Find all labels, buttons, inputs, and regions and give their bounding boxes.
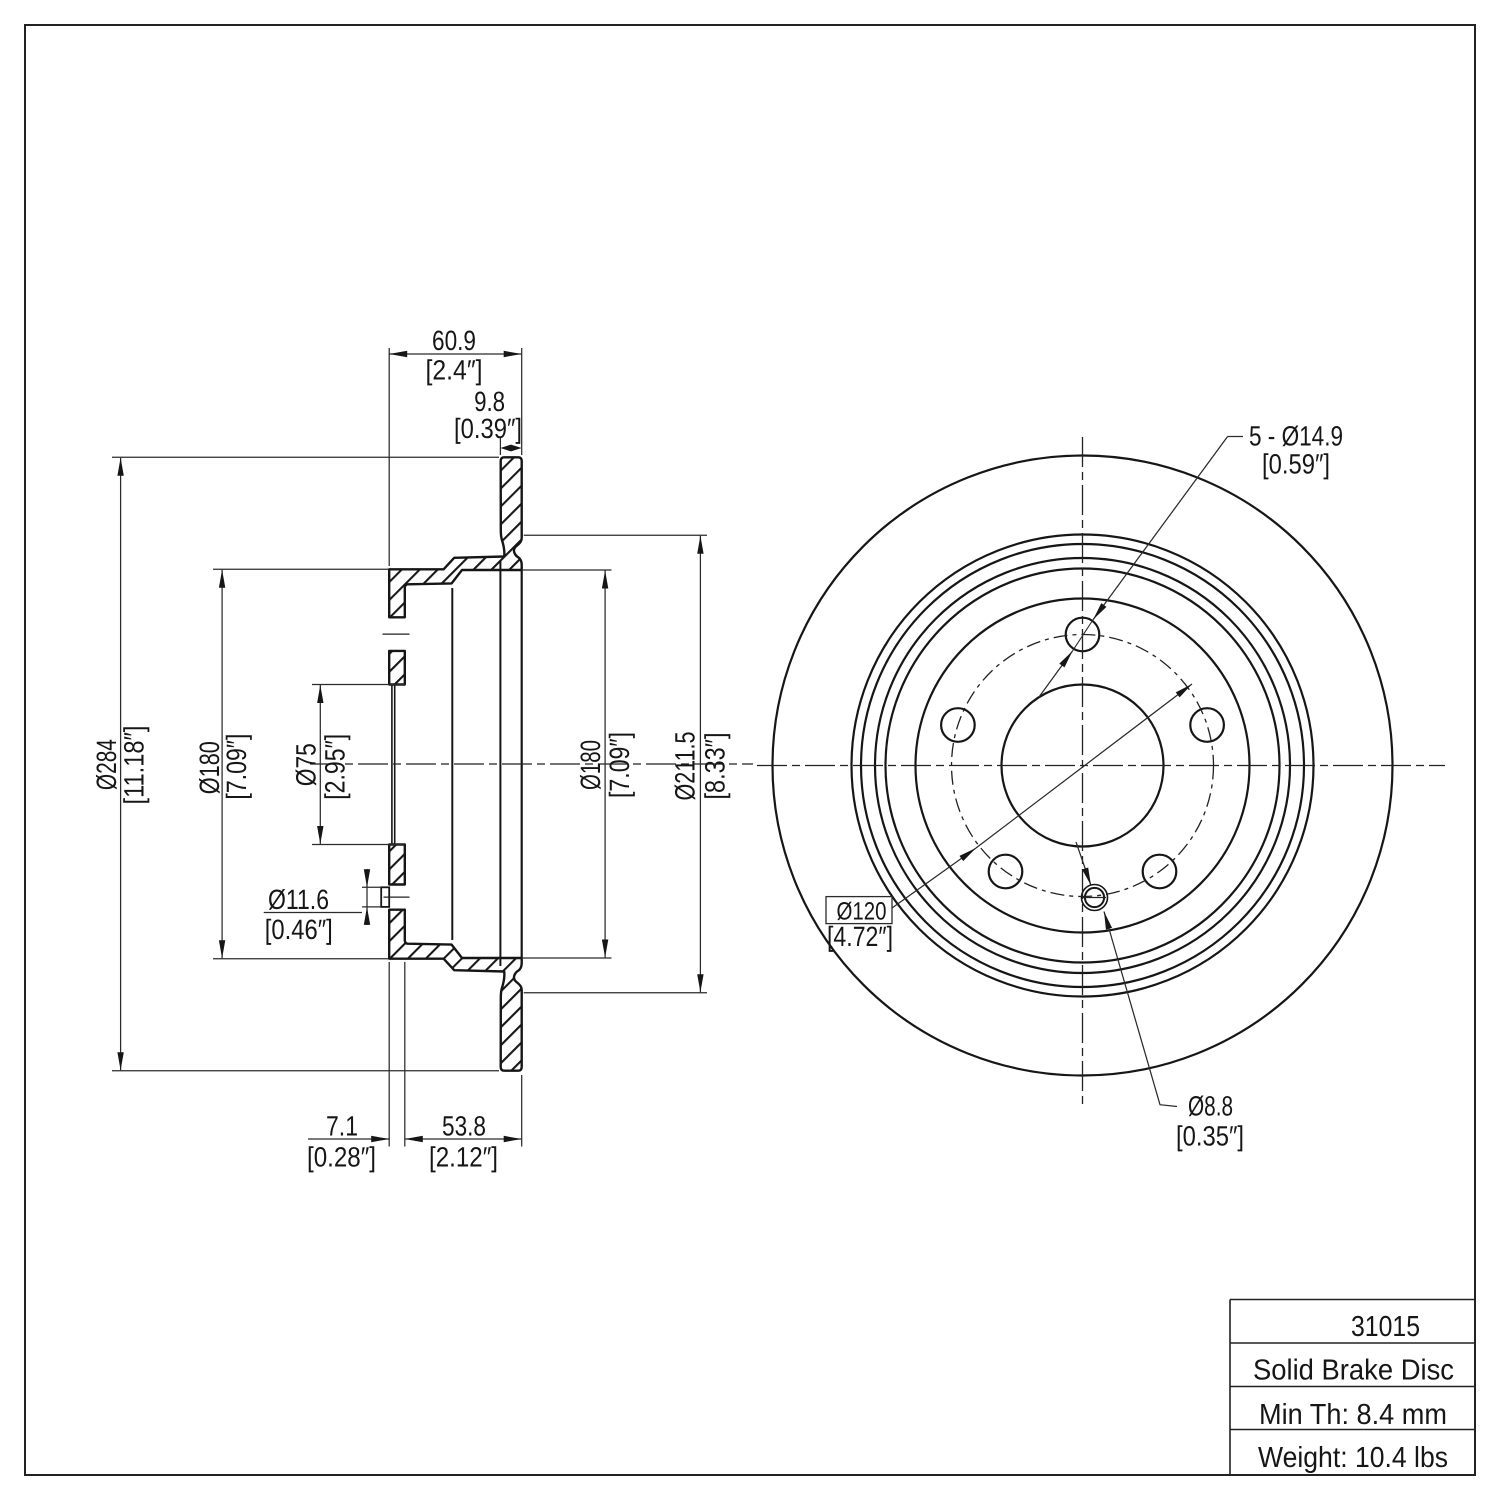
svg-text:Weight: 10.4 lbs: Weight: 10.4 lbs	[1258, 1442, 1448, 1474]
svg-text:7.1: 7.1	[326, 1111, 358, 1142]
svg-text:[8.33″]: [8.33″]	[700, 733, 731, 800]
svg-text:[4.72″]: [4.72″]	[827, 921, 893, 952]
svg-text:[2.12″]: [2.12″]	[429, 1142, 498, 1173]
svg-text:[0.39″]: [0.39″]	[454, 413, 522, 444]
svg-text:Ø180: Ø180	[575, 740, 606, 790]
svg-text:Min Th: 8.4 mm: Min Th: 8.4 mm	[1259, 1399, 1447, 1431]
svg-text:[0.28″]: [0.28″]	[307, 1142, 376, 1173]
svg-text:[0.46″]: [0.46″]	[265, 914, 333, 945]
svg-text:Ø11.6: Ø11.6	[268, 884, 329, 915]
svg-text:[7.09″]: [7.09″]	[221, 734, 252, 800]
svg-text:Solid Brake Disc: Solid Brake Disc	[1253, 1355, 1454, 1387]
svg-text:5 - Ø14.9: 5 - Ø14.9	[1249, 420, 1343, 451]
svg-text:[0.59″]: [0.59″]	[1262, 449, 1330, 480]
svg-text:Ø75: Ø75	[291, 743, 322, 786]
svg-text:[2.4″]: [2.4″]	[426, 355, 483, 386]
svg-text:Ø284: Ø284	[91, 739, 122, 790]
svg-text:53.8: 53.8	[442, 1111, 486, 1142]
svg-text:[2.95″]: [2.95″]	[319, 734, 350, 800]
svg-text:Ø120: Ø120	[837, 898, 887, 926]
svg-text:Ø211.5: Ø211.5	[670, 732, 701, 801]
svg-text:[11.18″]: [11.18″]	[119, 726, 150, 805]
svg-text:31015: 31015	[1351, 1311, 1420, 1343]
svg-text:9.8: 9.8	[474, 386, 505, 417]
svg-text:[0.35″]: [0.35″]	[1176, 1121, 1244, 1152]
svg-text:60.9: 60.9	[432, 325, 476, 356]
svg-text:Ø8.8: Ø8.8	[1188, 1091, 1233, 1122]
svg-text:Ø180: Ø180	[194, 741, 225, 794]
svg-text:[7.09″]: [7.09″]	[604, 732, 635, 798]
